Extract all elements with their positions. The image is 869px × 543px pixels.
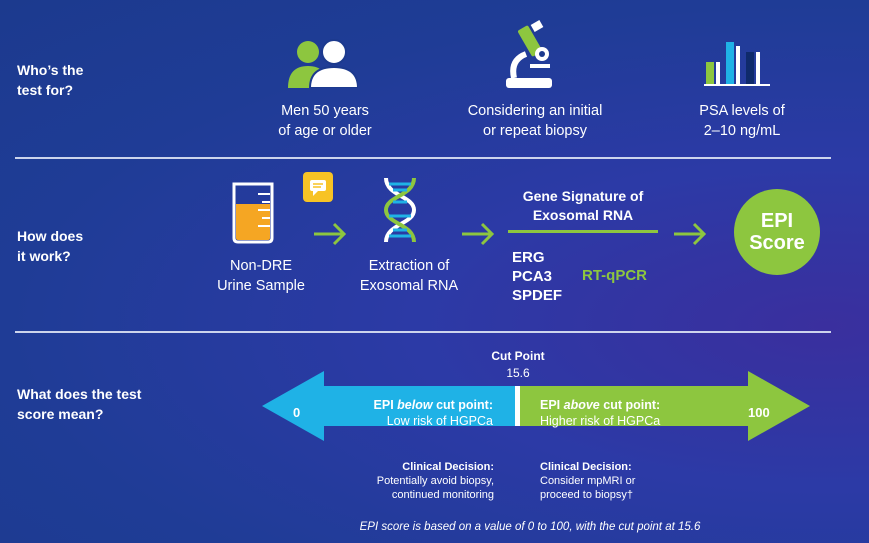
step-extraction: Extraction of Exosomal RNA xyxy=(359,258,459,294)
step-urine-sample: Non-DRE Urine Sample xyxy=(217,258,305,294)
footnote: EPI score is based on a value of 0 to 10… xyxy=(359,521,701,533)
clinical-decision-above: Clinical Decision: Consider mpMRI or pro… xyxy=(540,461,636,501)
people-icon xyxy=(286,38,360,93)
chat-bubble-icon xyxy=(303,172,333,207)
score-min: 0 xyxy=(293,405,301,420)
arrow-right-icon xyxy=(312,222,348,246)
epi-score-badge: EPI Score xyxy=(734,189,820,275)
bar-chart-icon xyxy=(704,40,774,91)
method-rt-qpcr: RT-qPCR xyxy=(582,267,647,284)
microscope-icon xyxy=(502,20,562,95)
criteria-biopsy: Considering an initial or repeat biopsy xyxy=(467,103,603,139)
cut-point-label: Cut Point 15.6 xyxy=(491,349,545,380)
criteria-psa: PSA levels of 2–10 ng/mL xyxy=(699,103,785,139)
row-label-how: How does it work? xyxy=(17,228,84,264)
divider-bottom xyxy=(15,331,831,333)
criteria-age: Men 50 years of age or older xyxy=(278,103,372,139)
score-max: 100 xyxy=(748,405,770,420)
above-cut-point: EPI above cut point: Higher risk of HGPC… xyxy=(540,398,661,428)
arrow-right-icon xyxy=(672,222,708,246)
clinical-decision-below: Clinical Decision: Potentially avoid bio… xyxy=(376,461,494,501)
divider-top xyxy=(15,157,831,159)
row-label-who: Who’s the test for? xyxy=(17,62,84,98)
dna-icon xyxy=(380,176,420,249)
beaker-icon xyxy=(232,182,276,249)
arrow-right-icon xyxy=(460,222,496,246)
gene-signature-underline xyxy=(508,230,658,233)
below-cut-point: EPI below cut point: Low risk of HGPCa xyxy=(373,398,493,428)
gene-list: ERG PCA3 SPDEF xyxy=(512,249,563,304)
gene-signature-title: Gene Signature of Exosomal RNA xyxy=(522,188,644,223)
score-range-bar xyxy=(262,371,812,446)
row-label-what: What does the test score mean? xyxy=(17,386,142,422)
